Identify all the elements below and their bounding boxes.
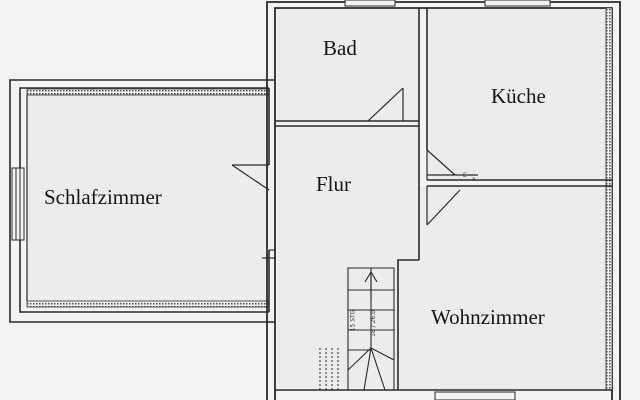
svg-text:E: E	[463, 172, 467, 179]
schlafzimmer-window	[11, 167, 25, 241]
bad-window	[344, 0, 396, 7]
staircase	[347, 267, 395, 391]
svg-text:x: x	[472, 176, 476, 183]
stair-label-steps: 15 STG	[349, 309, 357, 332]
kueche-window	[484, 0, 551, 7]
room-label-wohnzimmer: Wohnzimmer	[431, 305, 545, 329]
stair-label-dimensions: 18 / 26.0	[369, 310, 377, 337]
schlafzimmer-wall-hatch-top	[26, 88, 270, 96]
room-label-schlafzimmer: Schlafzimmer	[44, 185, 162, 209]
room-label-flur: Flur	[316, 172, 352, 196]
bad-floor	[277, 8, 419, 121]
bad-door	[367, 87, 404, 122]
interior-walls	[275, 8, 612, 391]
schlafzimmer-wall-hatch-bottom	[26, 300, 270, 308]
wohnzimmer-floor	[398, 186, 612, 390]
kueche-door: E x	[426, 149, 478, 183]
wohnzimmer-door	[426, 186, 461, 226]
schlafzimmer-floor	[27, 93, 269, 306]
right-wall-hatch	[605, 7, 613, 391]
wohnzimmer-window	[434, 391, 516, 400]
schlafzimmer-door	[231, 164, 276, 259]
room-label-bad: Bad	[323, 36, 357, 60]
room-label-kueche: Küche	[491, 84, 546, 108]
stair-dashes	[319, 348, 339, 390]
kueche-floor	[427, 8, 612, 180]
